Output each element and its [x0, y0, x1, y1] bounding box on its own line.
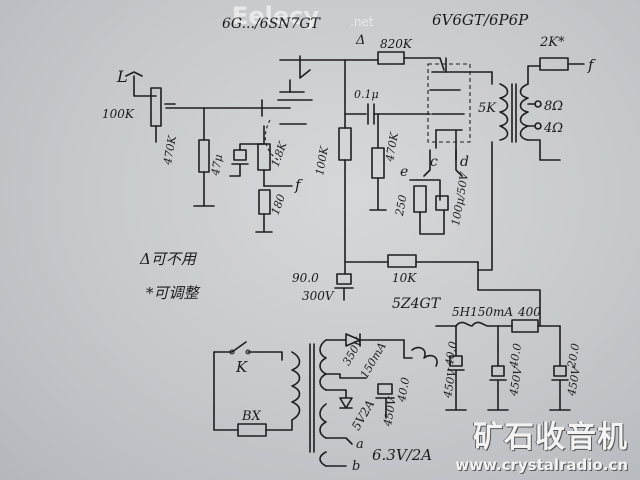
node-d-label: d — [460, 154, 469, 170]
b-plus-rail: 820K Δ 100K — [313, 33, 445, 275]
decoupling-cap-value: 90.0 — [292, 271, 319, 285]
node-c-label: c — [430, 154, 438, 170]
volume-pot — [150, 87, 162, 127]
coupling-section: 0.1μ 470K — [344, 88, 431, 211]
power-tube-label: 6V6GT/6P6P — [432, 11, 529, 29]
transformer-impedance-label: 5K — [478, 101, 497, 116]
output-tap-8-label: 8Ω — [544, 99, 563, 114]
rectifier-cap — [377, 383, 393, 395]
cathode-resistor-250 — [413, 185, 427, 213]
heater-tap-a: a — [356, 437, 364, 452]
filter-cap-3-voltage: 450V — [565, 365, 583, 398]
fuse — [237, 423, 267, 437]
cathode-cap-47u — [233, 149, 247, 161]
cathode-resistor-180-label: 180 — [269, 192, 288, 216]
feedback-f-right: f — [587, 56, 596, 74]
filter-cap-3 — [553, 365, 567, 377]
note-star-adjustable: *可调整 — [146, 284, 202, 302]
decoupling-resistor-label: 10K — [392, 271, 417, 285]
decoupling-cap-90u — [336, 273, 352, 285]
cathode-resistor-250-label: 250 — [393, 194, 410, 218]
resistor-820k-label: 820K — [380, 37, 413, 51]
filter-resistor-label: 400 — [517, 305, 541, 319]
choke-label: 5H150mA — [452, 305, 513, 319]
feedback-resistor-label: 2K* — [539, 35, 565, 50]
rectifier-cap-value: 40.0 — [395, 376, 412, 403]
cathode-cap-100u-label: 100μ/50V — [449, 171, 471, 227]
grid-resistor-label: 470K — [161, 134, 179, 167]
secondary-5v-label: 5V2A — [349, 397, 378, 433]
output-tap-4-label: 4Ω — [543, 121, 563, 136]
switch-label: K — [235, 358, 248, 376]
plate-resistor-100k — [338, 127, 352, 161]
coupling-cap-label: 0.1μ — [354, 88, 379, 101]
filter-cap-3-value: 20.0 — [565, 342, 582, 369]
heater-tap-b: b — [352, 459, 360, 474]
grid-resistor-b-label: 470K — [383, 131, 401, 164]
site-name: 矿石收音机 — [473, 420, 628, 455]
decoupling-cap-voltage: 300V — [302, 289, 335, 303]
grid-resistor-470k-b — [371, 147, 385, 179]
volume-pot-label: 100K — [102, 107, 135, 121]
filter-cap-1-voltage: 450V — [441, 367, 459, 400]
rectifier-cap-voltage: 450V — [381, 395, 399, 428]
output-terminal-8[interactable] — [534, 100, 542, 108]
site-url: www.crystalradio.cn — [455, 456, 628, 474]
filter-resistor-400 — [511, 319, 539, 333]
feedback-resistor-2k — [539, 57, 569, 71]
fuse-label: BX — [241, 409, 262, 424]
grid-resistor-470k — [198, 139, 210, 173]
decoupling-resistor-10k — [387, 254, 417, 268]
rectifier-tube-label: 5Z4GT — [392, 296, 442, 312]
filter-cap-1-value: 40.0 — [443, 340, 460, 367]
input-section: L 100K 470K — [102, 67, 263, 207]
preamp-tube-label: 6G.../6SN7GT — [222, 16, 321, 32]
site-watermark: 矿石收音机 www.crystalradio.cn — [455, 412, 628, 474]
filter-cap-2-value: 40.0 — [507, 342, 524, 369]
decoupling: 10K 90.0 300V — [292, 254, 541, 303]
power-cathode: e 250 100μ/50V — [393, 164, 471, 235]
feedback-f-left: f — [294, 176, 303, 194]
cathode-cap-100u — [435, 195, 449, 211]
output-terminal-4[interactable] — [534, 122, 542, 130]
node-e-label: e — [400, 164, 408, 180]
power-supply: K BX 350V 150mA 5Z4GT 40.0 450V 5V2A a b… — [213, 296, 583, 474]
delta-mark-top: Δ — [355, 33, 365, 48]
cathode-resistor-1k8-label: 1.8K — [269, 139, 290, 168]
preamp-cathode: 47μ 1.8K 180 f — [209, 125, 303, 233]
cathode-cap-label: 47μ — [209, 153, 226, 177]
filter-cap-2 — [491, 365, 505, 377]
power-tube: 6V6GT/6P6P c d — [423, 11, 529, 177]
cathode-resistor-1k8 — [257, 143, 271, 171]
watermark-top: Eelecy — [232, 2, 319, 30]
plate-resistor-label: 100K — [313, 145, 331, 177]
watermark-top-suffix: .net — [350, 15, 374, 29]
preamp-tube: 6G.../6SN7GT — [222, 16, 346, 161]
filter-cap-2-voltage: 450V — [507, 365, 525, 398]
filter-cap-1 — [449, 355, 463, 367]
output-transformer: 5K 2K* f 8Ω 4Ω — [477, 35, 596, 271]
resistor-820k — [377, 51, 405, 65]
note-delta-optional: Δ可不用 — [139, 250, 198, 268]
input-label: L — [116, 67, 128, 86]
heater-secondary-label: 6.3V/2A — [372, 446, 432, 464]
